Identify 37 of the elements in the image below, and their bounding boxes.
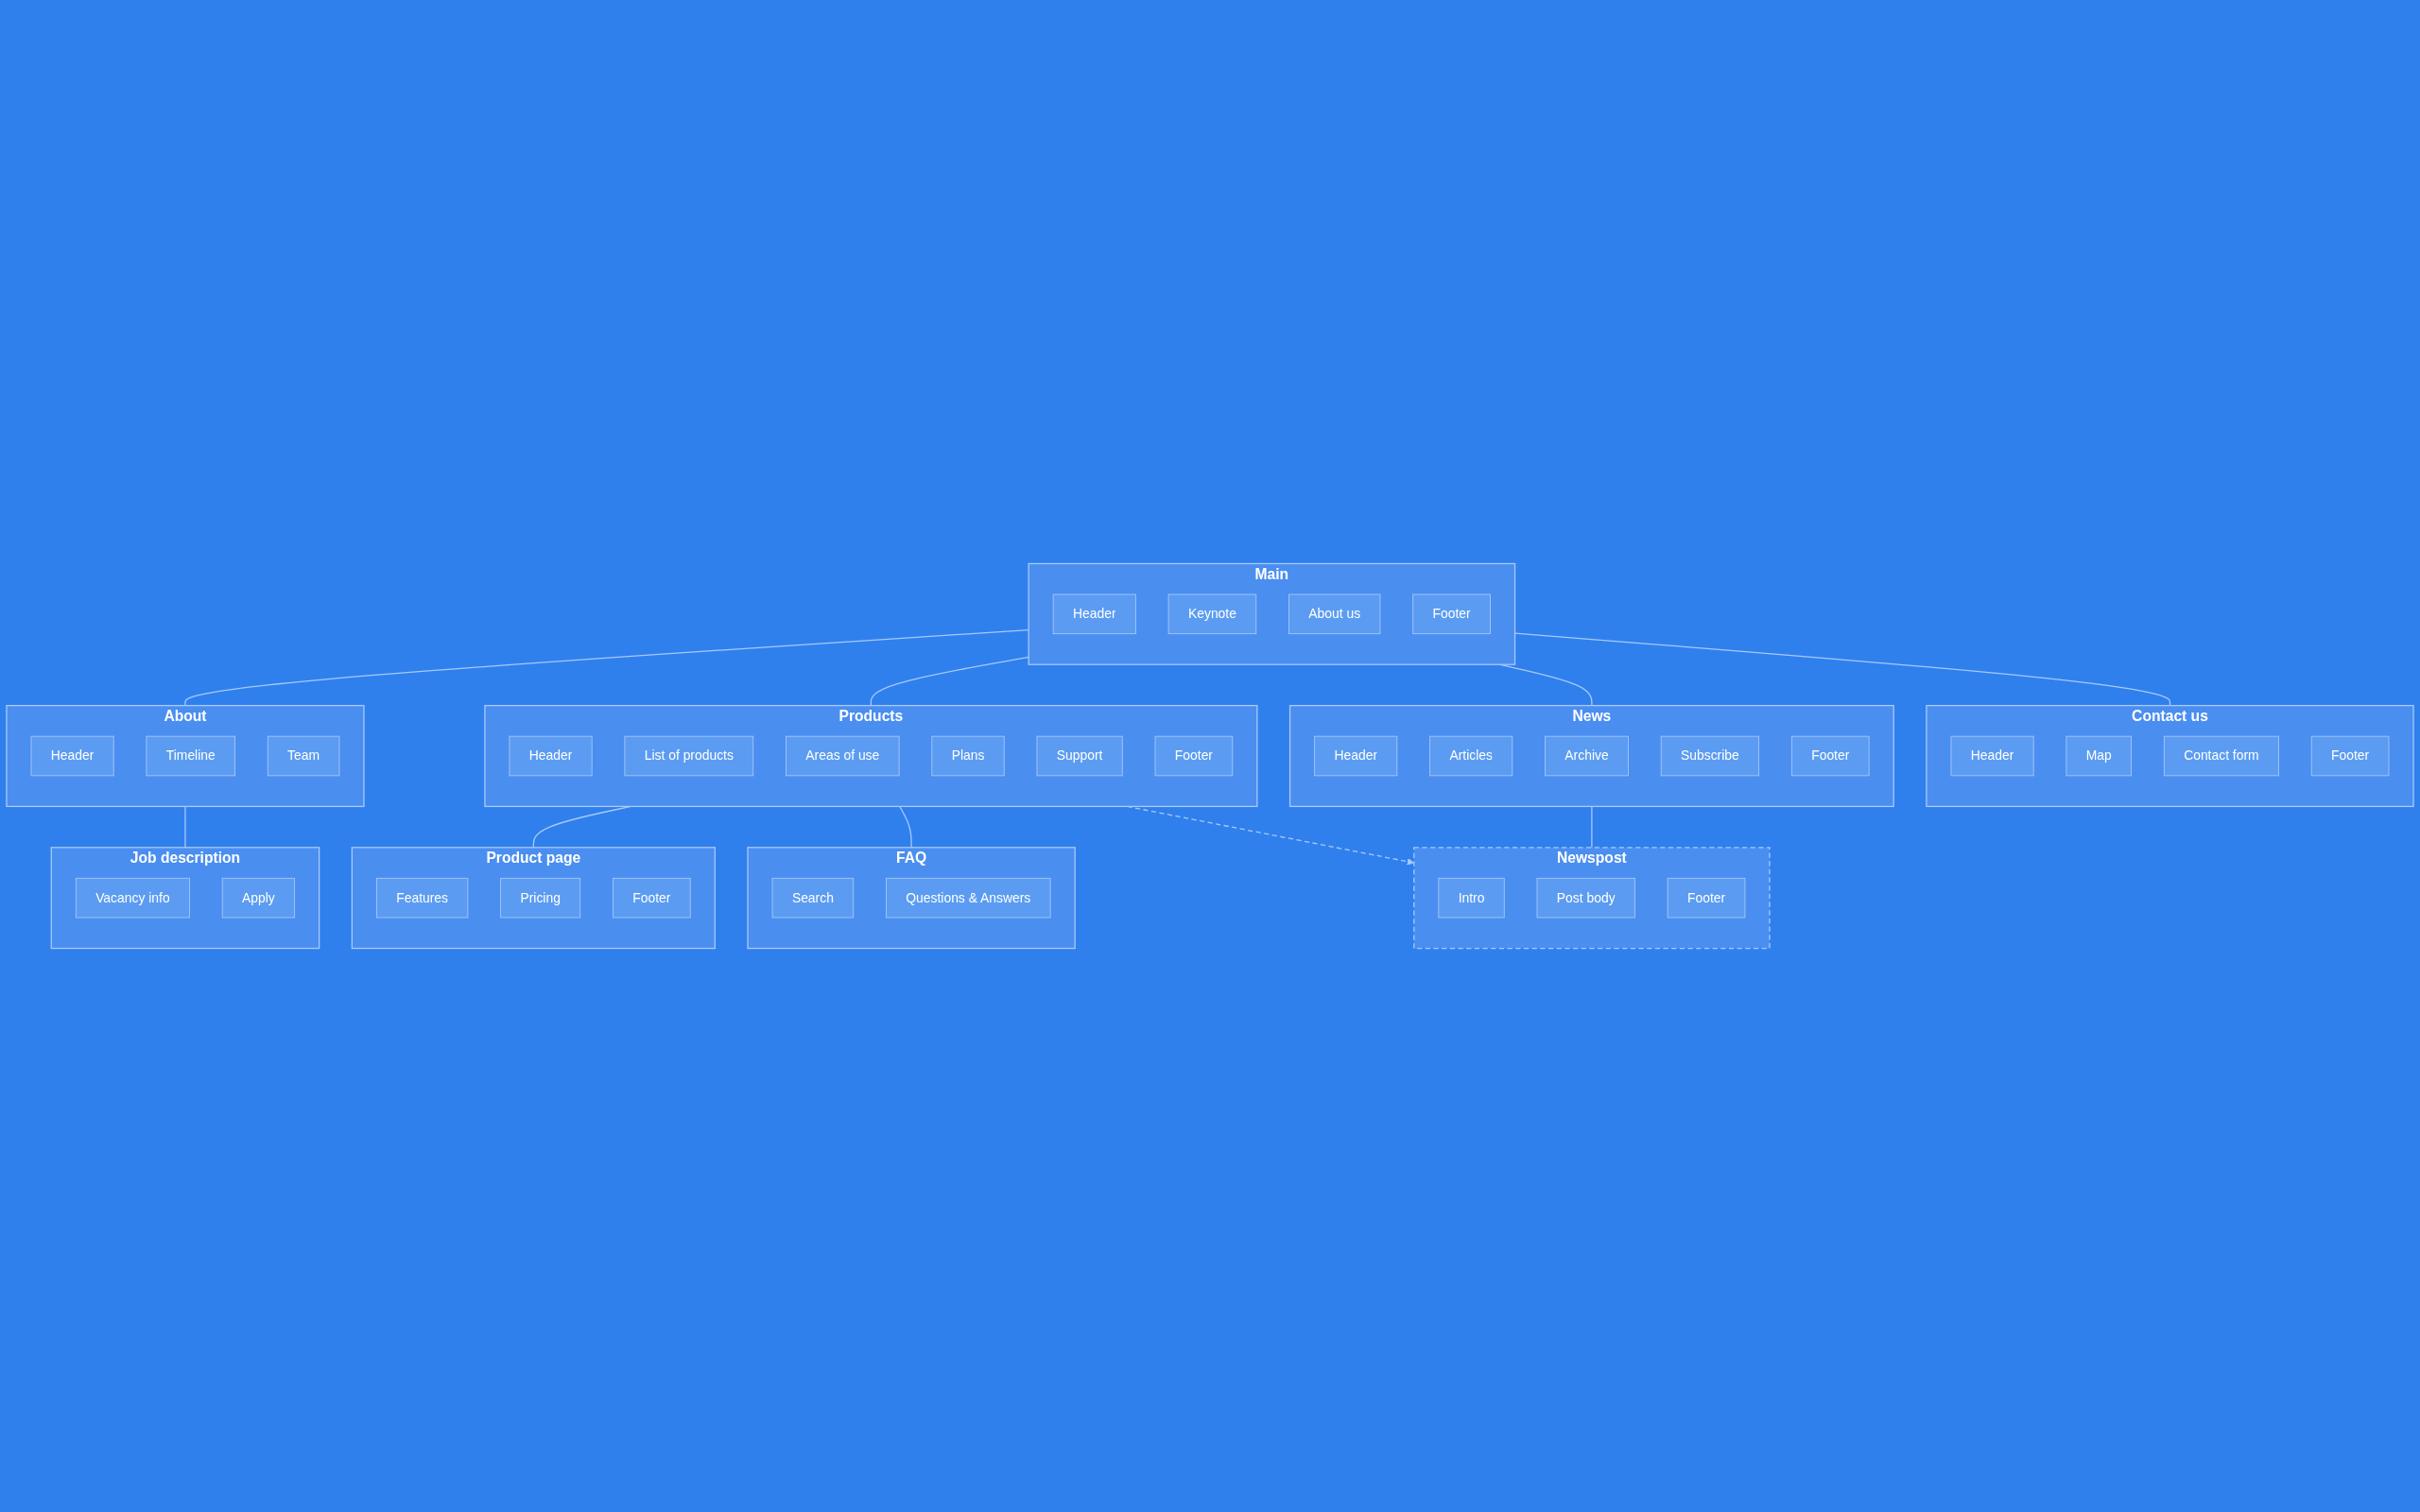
- node-box: Contact form: [2163, 735, 2279, 777]
- connector: [184, 805, 186, 849]
- node-box: Features: [375, 877, 469, 919]
- node-box: Search: [771, 877, 855, 919]
- connector: [1591, 805, 1593, 849]
- node-box: Team: [267, 735, 340, 777]
- node-box: Header: [1314, 735, 1398, 777]
- node-box: Footer: [613, 877, 691, 919]
- node-box: Apply: [221, 877, 296, 919]
- node-box: Footer: [1412, 593, 1491, 635]
- node-box: Articles: [1429, 735, 1513, 777]
- node-box: Subscribe: [1660, 735, 1760, 777]
- node-box: Keynote: [1167, 593, 1257, 635]
- node-box: Footer: [2310, 735, 2390, 777]
- node-box: Header: [1052, 593, 1136, 635]
- node-box: Footer: [1667, 877, 1746, 919]
- node-box: About us: [1288, 593, 1381, 635]
- node-box: Areas of use: [786, 735, 900, 777]
- node-box: Timeline: [146, 735, 235, 777]
- node-box: Vacancy info: [75, 877, 190, 919]
- node-box: Plans: [931, 735, 1005, 777]
- connector: [899, 805, 912, 849]
- node-box: Header: [1950, 735, 2034, 777]
- node-box: Intro: [1438, 877, 1505, 919]
- node-box: Pricing: [500, 877, 581, 919]
- node-box: Header: [30, 735, 114, 777]
- node-box: Footer: [1790, 735, 1870, 777]
- node-box: List of products: [624, 735, 754, 777]
- node-box: Questions & Answers: [886, 877, 1051, 919]
- node-box: Header: [509, 735, 593, 777]
- node-box: Support: [1036, 735, 1123, 777]
- node-box: Archive: [1545, 735, 1629, 777]
- node-box: Footer: [1154, 735, 1234, 777]
- connector: [870, 656, 1029, 707]
- connector: [184, 629, 1029, 707]
- node-box: Map: [2066, 735, 2133, 777]
- node-box: Post body: [1536, 877, 1635, 919]
